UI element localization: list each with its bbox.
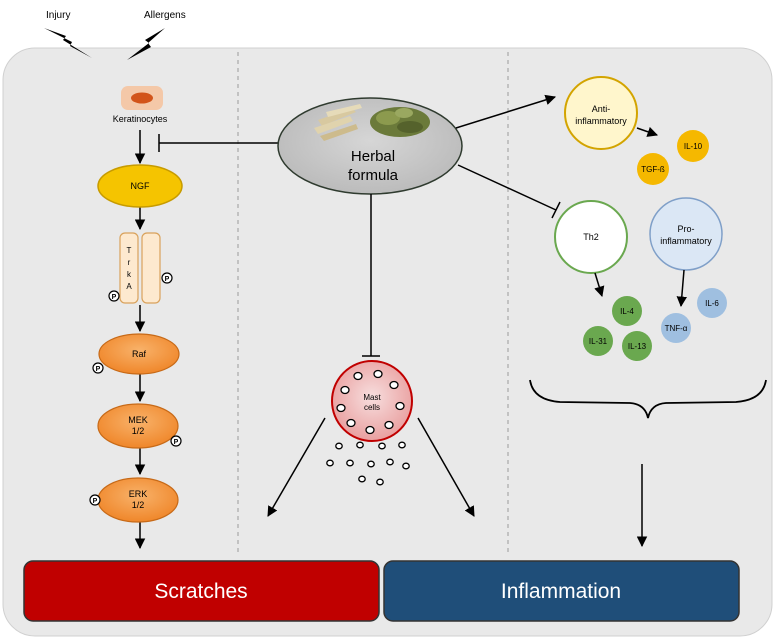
mast-label-line2: cells — [364, 403, 380, 412]
il4-node — [612, 296, 642, 326]
svg-text:P: P — [165, 276, 170, 283]
inhibit-th2 — [457, 164, 557, 211]
herbal-label-line1: Herbal — [351, 148, 395, 165]
il31-node — [583, 326, 613, 356]
mast-cell-granules — [336, 369, 405, 435]
il6-node — [697, 288, 727, 318]
trka-letter-r: r — [128, 258, 131, 267]
scratches-box — [23, 560, 380, 622]
tnf-label: TNF-α — [665, 324, 688, 333]
trka-receptor-right — [141, 232, 161, 304]
lightning-icon-allergens — [127, 28, 165, 60]
ngf-label: NGF — [131, 181, 151, 191]
allergens-label: Allergens — [144, 10, 186, 21]
arrow-pro-cytokines — [676, 269, 688, 308]
il31-label: IL-31 — [589, 337, 608, 346]
mek-node — [97, 403, 179, 449]
il10-label: IL-10 — [684, 142, 703, 151]
il13-label: IL-13 — [628, 342, 647, 351]
pro-inflammatory-node — [649, 197, 723, 271]
erk-label-line2: 1/2 — [132, 500, 145, 510]
herb-leaves-icon — [370, 107, 430, 137]
anti-label-line2: inflammatory — [575, 116, 627, 126]
raf-node — [98, 333, 180, 375]
lightning-icon-injury — [44, 28, 92, 58]
arrow-anti-cytokines — [636, 126, 658, 137]
tgf-label: TGF-ß — [641, 165, 665, 174]
pro-label-line2: inflammatory — [660, 236, 712, 246]
trka-letter-k: k — [127, 270, 132, 279]
th2-label: Th2 — [583, 232, 599, 242]
raf-label: Raf — [132, 349, 147, 359]
arrow-herbal-anti — [455, 94, 557, 129]
il10-node — [677, 130, 709, 162]
tnf-node — [661, 313, 691, 343]
inflammation-box — [383, 560, 740, 622]
erk-label-line1: ERK — [129, 489, 148, 499]
th2-node — [554, 200, 628, 274]
herb-roots-icon — [314, 104, 362, 141]
phospho-icon-erk — [89, 494, 101, 506]
il13-node — [622, 331, 652, 361]
released-granules — [326, 441, 410, 486]
mek-label-line1: MEK — [128, 415, 148, 425]
svg-text:P: P — [96, 366, 101, 373]
background-panel — [2, 47, 773, 637]
mast-label-line1: Mast — [363, 393, 381, 402]
trka-letter-a: A — [126, 282, 132, 291]
svg-text:P: P — [174, 439, 179, 446]
pro-label-line1: Pro- — [677, 224, 694, 234]
herbal-label-line2: formula — [348, 167, 399, 184]
arrow-mast-inflammation — [417, 417, 475, 517]
phospho-icon-trka-right — [161, 272, 173, 284]
svg-text:P: P — [93, 498, 98, 505]
phospho-icon-mek — [170, 435, 182, 447]
curly-brace — [529, 379, 767, 419]
mek-label-line2: 1/2 — [132, 426, 145, 436]
anti-inflammatory-node — [564, 76, 638, 150]
anti-label-line1: Anti- — [592, 104, 611, 114]
scratches-label: Scratches — [154, 580, 247, 603]
injury-label: Injury — [46, 10, 70, 21]
keratinocytes-label: Keratinocytes — [113, 114, 168, 124]
arrow-th2-cytokines — [594, 272, 605, 298]
svg-text:P: P — [112, 294, 117, 301]
phospho-icon-trka-left — [108, 290, 120, 302]
arrow-mast-scratches — [267, 417, 326, 517]
il4-label: IL-4 — [620, 307, 634, 316]
tgf-node — [637, 153, 669, 185]
phospho-icon-raf — [92, 362, 104, 374]
keratinocyte-nucleus-icon — [131, 92, 153, 104]
trka-letter-t: T — [127, 246, 132, 255]
inflammation-label: Inflammation — [501, 580, 621, 603]
trka-receptor-left — [119, 232, 139, 304]
il6-label: IL-6 — [705, 299, 719, 308]
ngf-node — [97, 164, 183, 208]
